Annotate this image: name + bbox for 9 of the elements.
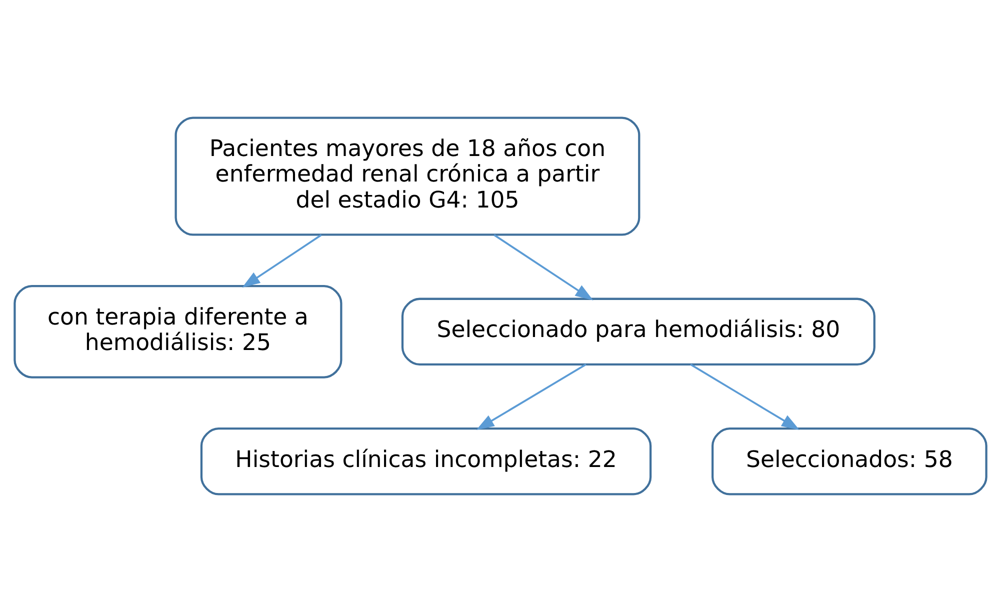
node-box: Pacientes mayores de 18 años con enfermedad renal crónica a partir del estadio G4: 105 — [174, 116, 640, 236]
arrow — [493, 234, 593, 300]
arrow — [476, 363, 586, 430]
arrow — [242, 234, 322, 288]
node-box: Historias clínicas incompletas: 22 — [200, 427, 652, 495]
node-box: Seleccionados: 58 — [711, 427, 987, 495]
node-box: Seleccionado para hemodiálisis: 80 — [400, 297, 875, 366]
arrow — [690, 363, 800, 430]
node-box: con terapia diferente a hemodiálisis: 25 — [13, 284, 342, 378]
